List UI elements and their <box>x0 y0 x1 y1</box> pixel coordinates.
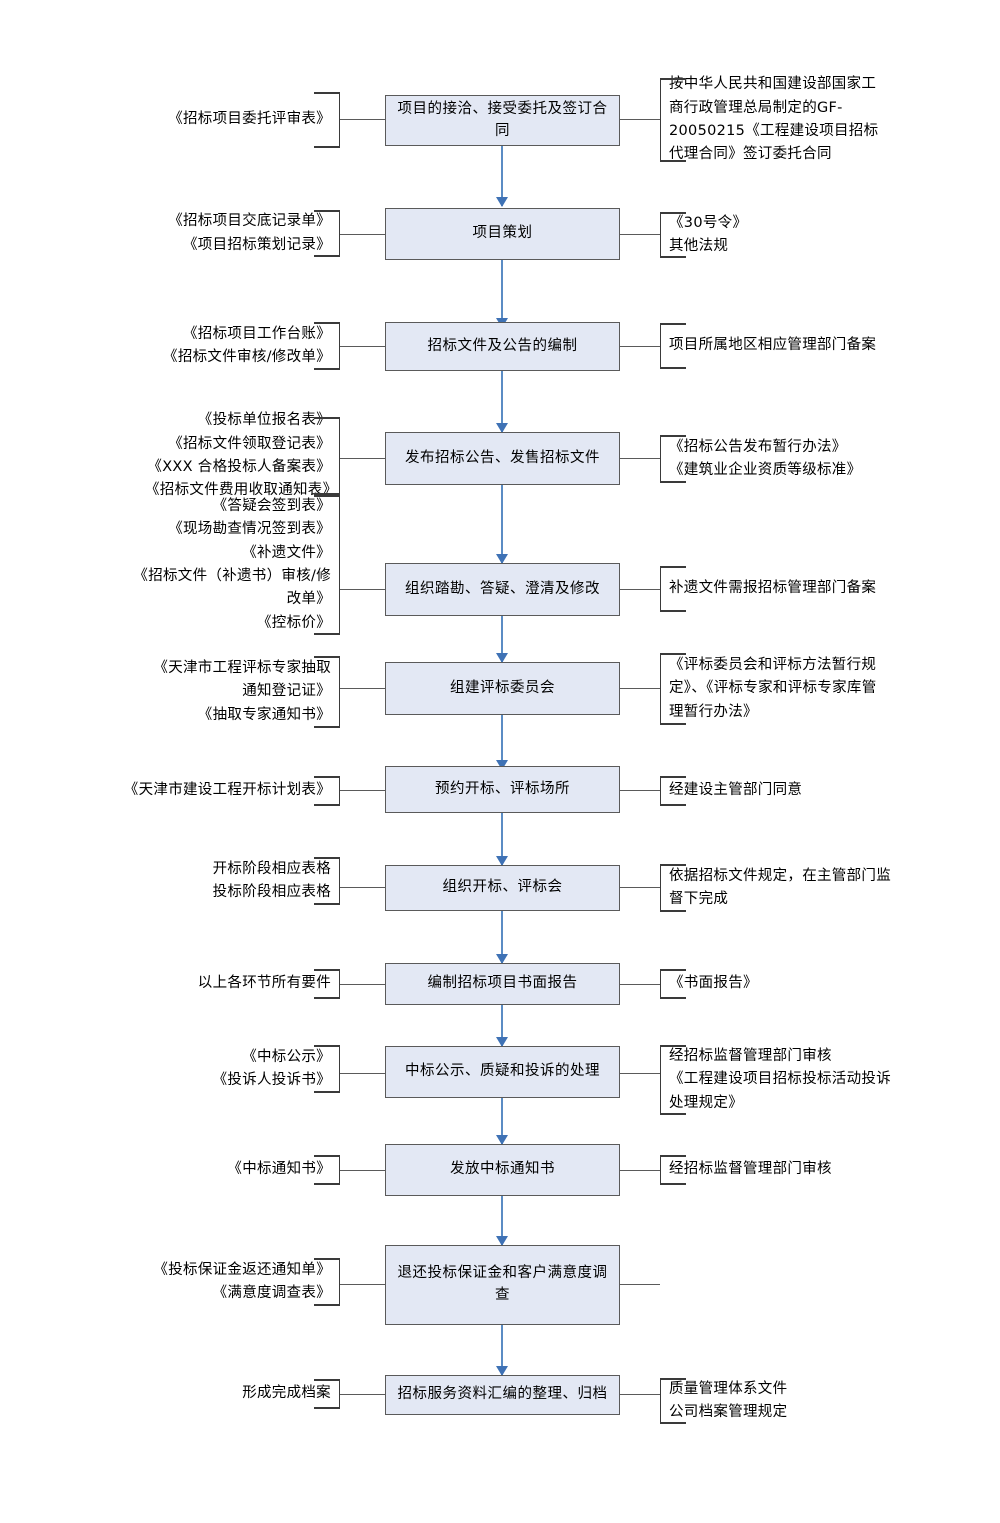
annotation-input-step-12: 《投标保证金返还通知单》 《满意度调查表》 <box>135 1258 340 1306</box>
connector-stub-left-3 <box>340 346 385 348</box>
annotation-basis-step-2: 《30号令》 其他法规 <box>660 212 890 258</box>
annotation-basis-step-1: 按中华人民共和国建设部国家工商行政管理总局制定的GF-20050215《工程建设… <box>660 76 890 162</box>
connector-stub-right-5 <box>620 589 660 591</box>
connector-stub-right-3 <box>620 346 660 348</box>
annotation-basis-step-4: 《招标公告发布暂行办法》 《建筑业企业资质等级标准》 <box>660 435 895 483</box>
connector-stub-left-5 <box>340 589 385 591</box>
annotation-input-step-13: 形成完成档案 <box>230 1379 340 1409</box>
connector-stub-left-4 <box>340 458 385 460</box>
process-node-step-12[interactable]: 退还投标保证金和客户满意度调查 <box>385 1245 620 1325</box>
flow-arrow-3-to-4 <box>496 371 508 433</box>
connector-stub-right-2 <box>620 234 660 236</box>
connector-stub-left-12 <box>340 1284 385 1286</box>
annotation-input-step-4: 《投标单位报名表》 《招标文件领取登记表》 《XXX 合格投标人备案表》 《招标… <box>145 412 340 498</box>
flow-arrow-11-to-12 <box>496 1196 508 1246</box>
process-node-step-1[interactable]: 项目的接洽、接受委托及签订合同 <box>385 95 620 146</box>
annotation-basis-step-10: 经招标监督管理部门审核 《工程建设项目招标投标活动投诉处理规定》 <box>660 1045 895 1115</box>
connector-stub-right-7 <box>620 790 660 792</box>
annotation-basis-step-11: 经招标监督管理部门审核 <box>660 1155 890 1185</box>
process-node-label: 编制招标项目书面报告 <box>427 975 578 992</box>
flow-arrow-8-to-9 <box>496 911 508 964</box>
flow-arrow-4-to-5 <box>496 485 508 564</box>
process-node-label: 中标公示、质疑和投诉的处理 <box>405 1063 600 1080</box>
annotation-basis-step-13: 质量管理体系文件 公司档案管理规定 <box>660 1378 890 1424</box>
annotation-input-step-9: 以上各环节所有要件 <box>165 969 340 999</box>
annotation-basis-step-3: 项目所属地区相应管理部门备案 <box>660 323 890 369</box>
flow-arrow-7-to-8 <box>496 813 508 866</box>
connector-stub-left-11 <box>340 1170 385 1172</box>
process-node-label: 退还投标保证金和客户满意度调查 <box>397 1265 608 1303</box>
flow-arrow-1-to-2 <box>496 146 508 207</box>
connector-stub-right-13 <box>620 1394 660 1396</box>
connector-stub-right-8 <box>620 887 660 889</box>
process-node-label: 项目策划 <box>472 225 533 242</box>
flow-arrow-5-to-6 <box>496 616 508 663</box>
process-node-label: 招标服务资料汇编的整理、归档 <box>397 1386 608 1403</box>
annotation-input-step-11: 《中标通知书》 <box>175 1155 340 1185</box>
annotation-basis-step-5: 补遗文件需报招标管理部门备案 <box>660 566 890 612</box>
flow-arrow-9-to-10 <box>496 1005 508 1047</box>
process-node-label: 发放中标通知书 <box>450 1161 555 1178</box>
connector-stub-left-8 <box>340 887 385 889</box>
process-node-step-5[interactable]: 组织踏勘、答疑、澄清及修改 <box>385 563 620 616</box>
connector-stub-left-7 <box>340 790 385 792</box>
process-node-step-6[interactable]: 组建评标委员会 <box>385 662 620 715</box>
process-node-label: 组织踏勘、答疑、澄清及修改 <box>405 580 600 597</box>
connector-stub-right-11 <box>620 1170 660 1172</box>
connector-stub-right-1 <box>620 119 660 121</box>
connector-stub-left-1 <box>340 119 385 121</box>
connector-stub-right-4 <box>620 458 660 460</box>
connector-stub-right-10 <box>620 1073 660 1075</box>
annotation-input-step-10: 《中标公示》 《投诉人投诉书》 <box>160 1045 340 1093</box>
connector-stub-left-13 <box>340 1394 385 1396</box>
connector-stub-left-6 <box>340 688 385 690</box>
annotation-basis-step-9: 《书面报告》 <box>660 969 860 999</box>
annotation-input-step-5: 《答疑会签到表》 《现场勘查情况签到表》 《补遗文件》 《招标文件（补遗书）审核… <box>125 495 340 635</box>
flow-arrow-12-to-13 <box>496 1325 508 1376</box>
flow-arrow-10-to-11 <box>496 1098 508 1145</box>
process-node-step-7[interactable]: 预约开标、评标场所 <box>385 766 620 813</box>
annotation-input-step-8: 开标阶段相应表格 投标阶段相应表格 <box>160 857 340 905</box>
annotation-input-step-7: 《天津市建设工程开标计划表》 <box>110 776 340 806</box>
process-node-step-10[interactable]: 中标公示、质疑和投诉的处理 <box>385 1046 620 1098</box>
flow-arrow-2-to-3 <box>496 260 508 328</box>
connector-stub-right-12 <box>620 1284 660 1286</box>
process-node-label: 项目的接洽、接受委托及签订合同 <box>397 100 608 139</box>
connector-stub-left-10 <box>340 1073 385 1075</box>
process-node-step-4[interactable]: 发布招标公告、发售招标文件 <box>385 432 620 485</box>
annotation-basis-step-6: 《评标委员会和评标方法暂行规定》、《评标专家和评标专家库管理暂行办法》 <box>660 653 890 725</box>
annotation-input-step-1: 《招标项目委托评审表》 <box>150 92 340 148</box>
process-node-label: 组建评标委员会 <box>450 679 555 696</box>
annotation-basis-step-7: 经建设主管部门同意 <box>660 776 890 806</box>
annotation-input-step-6: 《天津市工程评标专家抽取通知登记证》 《抽取专家通知书》 <box>150 656 340 728</box>
process-node-step-3[interactable]: 招标文件及公告的编制 <box>385 322 620 371</box>
process-node-label: 发布招标公告、发售招标文件 <box>405 449 600 466</box>
connector-stub-left-9 <box>340 984 385 986</box>
flow-arrow-6-to-7 <box>496 715 508 770</box>
annotation-input-step-2: 《招标项目交底记录单》 《项目招标策划记录》 <box>150 210 340 257</box>
connector-stub-right-6 <box>620 688 660 690</box>
process-node-label: 预约开标、评标场所 <box>435 780 570 797</box>
process-node-step-8[interactable]: 组织开标、评标会 <box>385 865 620 911</box>
process-node-step-11[interactable]: 发放中标通知书 <box>385 1144 620 1196</box>
connector-stub-right-9 <box>620 984 660 986</box>
annotation-input-step-3: 《招标项目工作台账》 《招标文件审核/修改单》 <box>140 322 340 370</box>
process-node-step-2[interactable]: 项目策划 <box>385 208 620 260</box>
connector-stub-left-2 <box>340 234 385 236</box>
process-node-label: 组织开标、评标会 <box>442 879 563 896</box>
process-node-step-13[interactable]: 招标服务资料汇编的整理、归档 <box>385 1375 620 1415</box>
process-node-label: 招标文件及公告的编制 <box>427 337 578 354</box>
annotation-basis-step-8: 依据招标文件规定，在主管部门监督下完成 <box>660 864 892 912</box>
process-node-step-9[interactable]: 编制招标项目书面报告 <box>385 963 620 1005</box>
